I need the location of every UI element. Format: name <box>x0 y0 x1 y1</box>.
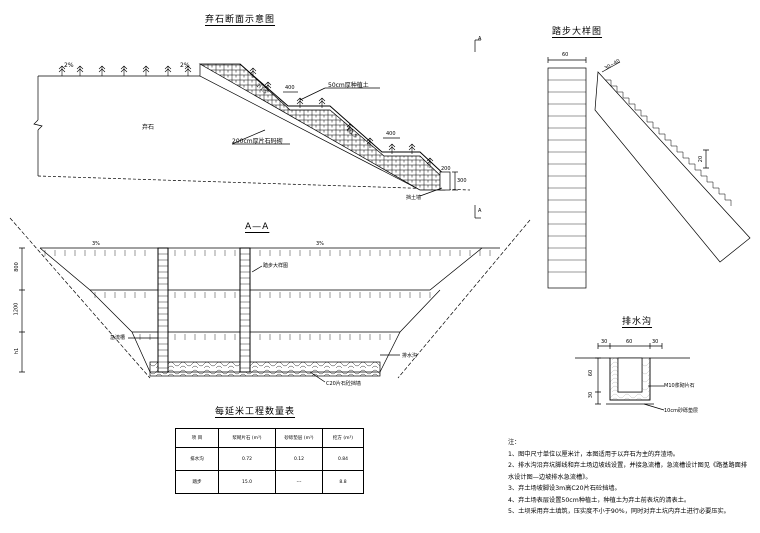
aa-base-label: C20片石砼挡墙 <box>326 381 361 387</box>
aa-slope-left: 3% <box>92 241 100 247</box>
dim-1200: 1200 <box>13 302 20 316</box>
table-header: 项 目 <box>175 428 219 448</box>
step-400-b: 400 <box>386 131 396 137</box>
section-title: 弃石断面示意图 <box>205 15 276 25</box>
step-title: 踏步大样图 <box>552 27 603 37</box>
note-item: 5、土坝采用弃土填筑，压实度不小于90%，同时对弃土坑内弃土进行必要压实。 <box>508 508 730 515</box>
note-item: 水设计图—边坡排水急流槽》。 <box>508 473 592 481</box>
table-header: 浆砌片石 (m³) <box>218 428 276 448</box>
aa-ditch-label: 急流槽 <box>110 335 126 341</box>
aa-steps-label: 踏步大样图 <box>263 263 289 269</box>
note-item: 1、图中尺寸单位以厘米计，本图适用于以弃石为主的弃渣场。 <box>508 450 679 458</box>
ditch-base: 10cm砂砾垫层 <box>664 408 698 414</box>
table-header: 挖方 (m³) <box>322 428 364 448</box>
table-cell: 8.8 <box>322 470 364 494</box>
table-cell: 0.72 <box>218 447 276 471</box>
table-cell: 排水沟 <box>175 447 219 471</box>
table-title: 每延米工程数量表 <box>215 407 296 417</box>
planting-label: 50cm厚种植土 <box>328 82 369 89</box>
step-detail <box>547 57 751 289</box>
ditch-h1: 60 <box>588 369 595 377</box>
quantity-table: 项 目 浆砌片石 (m³) 砂砾垫层 (m³) 挖方 (m³) 排水沟 0.72… <box>175 428 364 494</box>
table-cell: 0.12 <box>275 447 323 471</box>
aa-diagram <box>9 217 531 383</box>
retaining-label: 挡土墙 <box>406 195 422 201</box>
fill-label: 弃石 <box>142 124 155 131</box>
ditch-h2: 30 <box>588 391 595 399</box>
note-item: 3、弃土场坡脚设3m高C20片石砼挡墙。 <box>508 485 621 492</box>
tree-icons <box>58 65 434 168</box>
note-item: 4、弃土场表层设置50cm种植土，种植土为弃土前表坑的清表土。 <box>508 496 691 504</box>
table-row: 踏步 15.0 --- 8.8 <box>175 470 364 494</box>
table-cell: 0.84 <box>322 447 364 471</box>
marker-a-bottom: A <box>478 208 482 214</box>
ditch-title: 排水沟 <box>622 317 653 327</box>
aa-title: A—A <box>245 222 270 232</box>
table-header-row: 项 目 浆砌片石 (m³) 砂砾垫层 (m³) 挖方 (m³) <box>175 428 364 448</box>
section-diagram <box>33 39 481 219</box>
table-row: 排水沟 0.72 0.12 0.84 <box>175 447 364 471</box>
step-height: 20 <box>698 155 705 163</box>
notes-heading: 注： <box>508 439 521 446</box>
slope-right-label: 2% <box>180 62 190 69</box>
masonry-label: 200cm厚片石码砌 <box>232 138 283 145</box>
step-400-a: 400 <box>285 85 295 91</box>
ditch-mortar: M10浆砌片石 <box>664 383 695 389</box>
marker-a-top: A <box>478 36 482 42</box>
note-item: 2、排水沟沿弃坑脚线和弃土场边坡线设置，并接急流槽，急流槽设计图见《路基路面排 <box>508 462 748 469</box>
slope-left-label: 2% <box>64 62 74 69</box>
dim-800: 800 <box>13 262 20 272</box>
ditch-detail <box>575 343 690 411</box>
aa-drain-label: 排水沟 <box>402 353 418 359</box>
dim-300: 300 <box>457 178 467 184</box>
ditch-w1: 30 <box>601 339 608 345</box>
ditch-w3: 30 <box>652 339 659 345</box>
aa-slope-right: 3% <box>316 241 324 247</box>
table-cell: 15.0 <box>218 470 276 494</box>
dim-h1: h1 <box>14 347 21 355</box>
table-cell: --- <box>275 470 323 494</box>
notes: 注： 1、图中尺寸单位以厘米计，本图适用于以弃石为主的弃渣场。 2、排水沟沿弃坑… <box>508 437 758 518</box>
dim-200: 200 <box>441 166 451 172</box>
table-cell: 踏步 <box>175 470 219 494</box>
table-header: 砂砾垫层 (m³) <box>275 428 323 448</box>
step-width: 60 <box>562 52 569 58</box>
ditch-w2: 60 <box>626 339 633 345</box>
